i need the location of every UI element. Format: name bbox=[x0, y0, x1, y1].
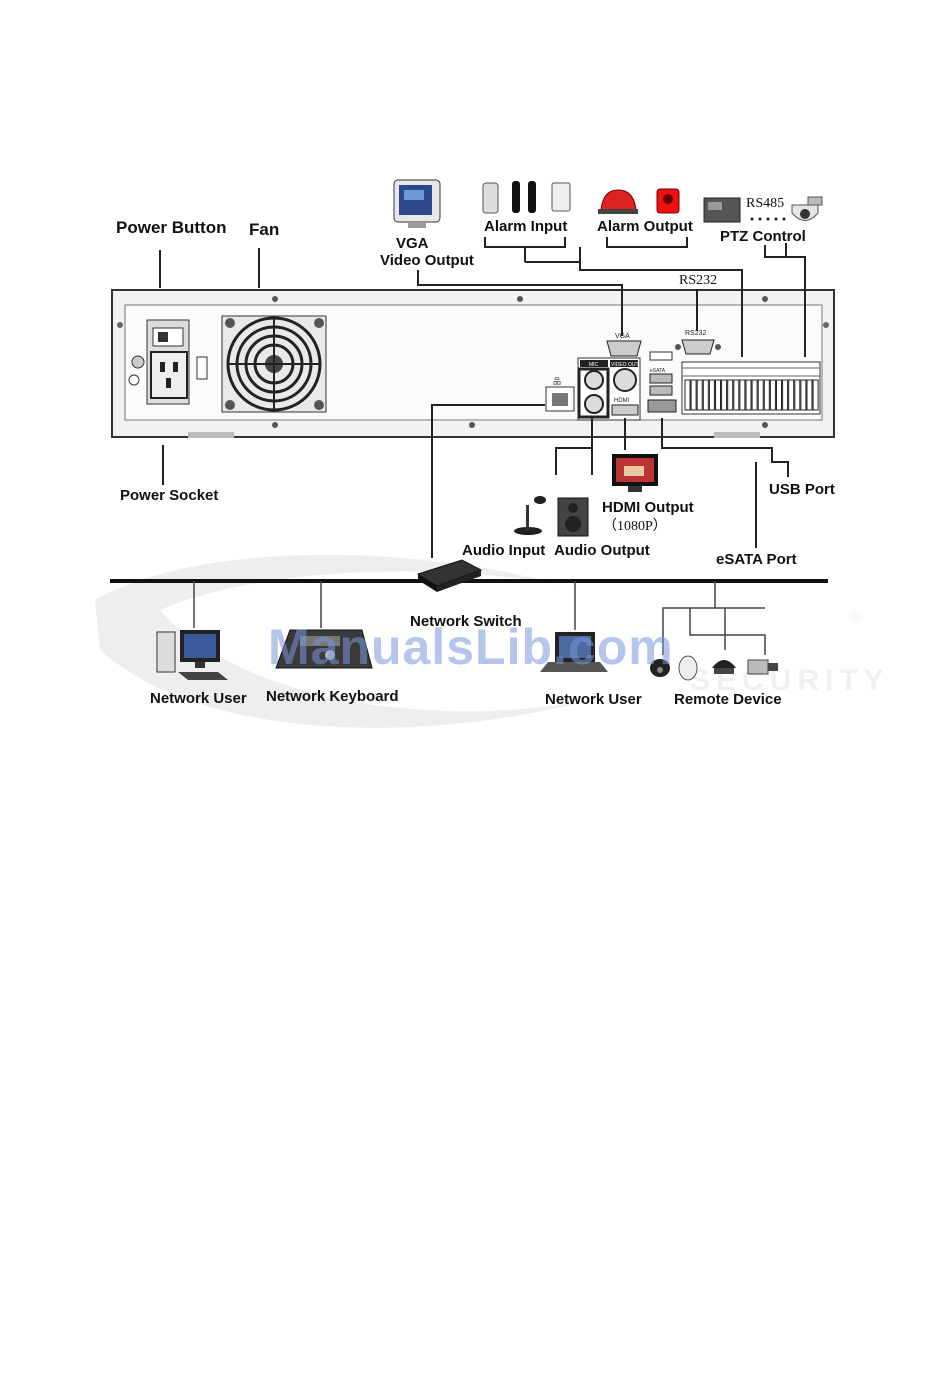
terminal-pin bbox=[722, 380, 727, 410]
manualslib-watermark: ManualsLib.com bbox=[268, 618, 674, 676]
ptz-dome-camera-icon bbox=[792, 197, 822, 221]
ptz-keyboard-icon bbox=[704, 198, 740, 222]
usb-port-label: USB Port bbox=[769, 482, 835, 497]
microphone-icon bbox=[514, 496, 546, 535]
terminal-pin bbox=[807, 380, 812, 410]
fan-label: Fan bbox=[249, 221, 279, 238]
rs485-label: RS485 bbox=[746, 197, 784, 211]
terminal-pin bbox=[764, 380, 769, 410]
terminal-pin bbox=[691, 380, 696, 410]
terminal-pin bbox=[783, 380, 788, 410]
rs232-label: RS232 bbox=[679, 274, 717, 288]
terminal-pin bbox=[697, 380, 702, 410]
ptz-control-label: PTZ Control bbox=[720, 229, 806, 244]
terminal-pin bbox=[734, 380, 739, 410]
panel-hdmi-label: HDMI bbox=[614, 398, 630, 404]
panel-mic-label: MIC bbox=[589, 362, 599, 368]
svg-text:品: 品 bbox=[553, 377, 561, 386]
esata-port-label: eSATA Port bbox=[716, 552, 797, 567]
terminal-pin bbox=[795, 380, 800, 410]
terminal-pin bbox=[740, 380, 745, 410]
terminal-pin bbox=[752, 380, 757, 410]
alarm-terminal-block bbox=[682, 362, 820, 414]
network-user-right-label: Network User bbox=[545, 692, 642, 707]
video-output-label: Video Output bbox=[380, 253, 474, 268]
panel-rs232-label: RS232 bbox=[685, 330, 707, 337]
hdmi-output-label: HDMI Output bbox=[602, 500, 694, 515]
audio-output-label: Audio Output bbox=[554, 543, 650, 558]
desktop-computer-icon bbox=[157, 630, 228, 680]
terminal-pin bbox=[770, 380, 775, 410]
terminal-pin bbox=[758, 380, 763, 410]
network-keyboard-label: Network Keyboard bbox=[266, 689, 399, 704]
audio-input-label: Audio Input bbox=[462, 543, 545, 558]
power-button-label: Power Button bbox=[116, 219, 227, 236]
alarm-input-label: Alarm Input bbox=[484, 219, 567, 234]
terminal-pin bbox=[703, 380, 708, 410]
terminal-pin bbox=[746, 380, 751, 410]
panel-esata-label: eSATA bbox=[650, 368, 666, 374]
ptz-dots bbox=[751, 218, 786, 221]
speaker-icon bbox=[558, 498, 588, 536]
terminal-pin bbox=[813, 380, 818, 410]
panel-video-out-label: VIDEO OUT bbox=[611, 362, 639, 368]
vga-monitor-icon bbox=[394, 180, 440, 228]
vga-label: VGA bbox=[396, 236, 429, 251]
terminal-pin bbox=[685, 380, 690, 410]
fan-grille bbox=[222, 316, 326, 412]
alarm-output-label: Alarm Output bbox=[597, 219, 693, 234]
hdmi-tv-icon bbox=[612, 454, 658, 492]
svg-text:®: ® bbox=[850, 609, 862, 626]
terminal-pin bbox=[801, 380, 806, 410]
terminal-pin bbox=[777, 380, 782, 410]
terminal-pin bbox=[789, 380, 794, 410]
network-user-left-label: Network User bbox=[150, 691, 247, 706]
terminal-pin bbox=[709, 380, 714, 410]
power-socket-label: Power Socket bbox=[120, 488, 218, 503]
alarm-output-siren-icon bbox=[598, 189, 679, 214]
alarm-input-sensors-icon bbox=[483, 181, 570, 213]
terminal-pin bbox=[716, 380, 721, 410]
terminal-pin bbox=[728, 380, 733, 410]
hdmi-resolution-label: （1080P） bbox=[603, 520, 667, 534]
remote-device-label: Remote Device bbox=[674, 692, 782, 707]
